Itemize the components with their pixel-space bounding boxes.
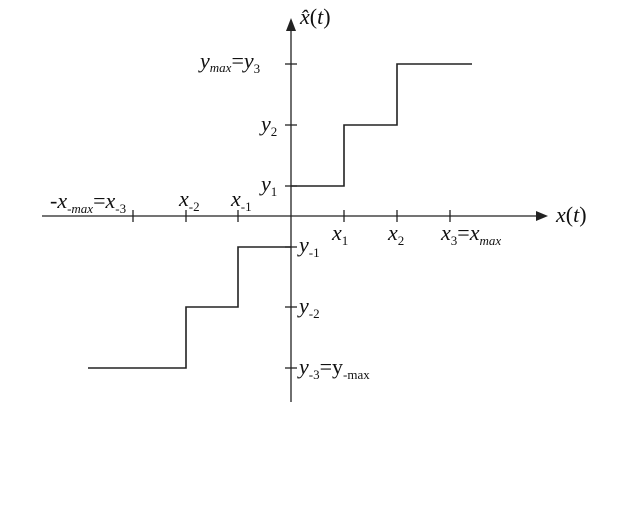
label-y-neg1: y-1: [297, 232, 320, 260]
y-axis-title: x̂(t): [299, 4, 331, 29]
y-axis-arrowhead-icon: [286, 18, 296, 31]
staircase-positive: [291, 63, 472, 187]
x-axis-arrowhead-icon: [536, 211, 548, 221]
label-y-neg2: y-2: [297, 293, 320, 321]
label-x-neg3: -x-max=x-3: [50, 188, 126, 216]
label-x-neg1: x-1: [230, 186, 252, 214]
staircase-negative: [88, 246, 291, 369]
label-y-1: y1: [259, 171, 277, 199]
label-x-3: x3=xmax: [440, 220, 501, 248]
label-y-2: y2: [259, 111, 277, 139]
label-y-3: ymax=y3: [198, 48, 260, 76]
x-axis-title: x(t): [555, 202, 587, 227]
label-x-1: x1: [331, 220, 348, 248]
label-x-2: x2: [387, 220, 404, 248]
label-x-neg2: x-2: [178, 186, 200, 214]
label-y-neg3: y-3=y-max: [297, 354, 370, 382]
